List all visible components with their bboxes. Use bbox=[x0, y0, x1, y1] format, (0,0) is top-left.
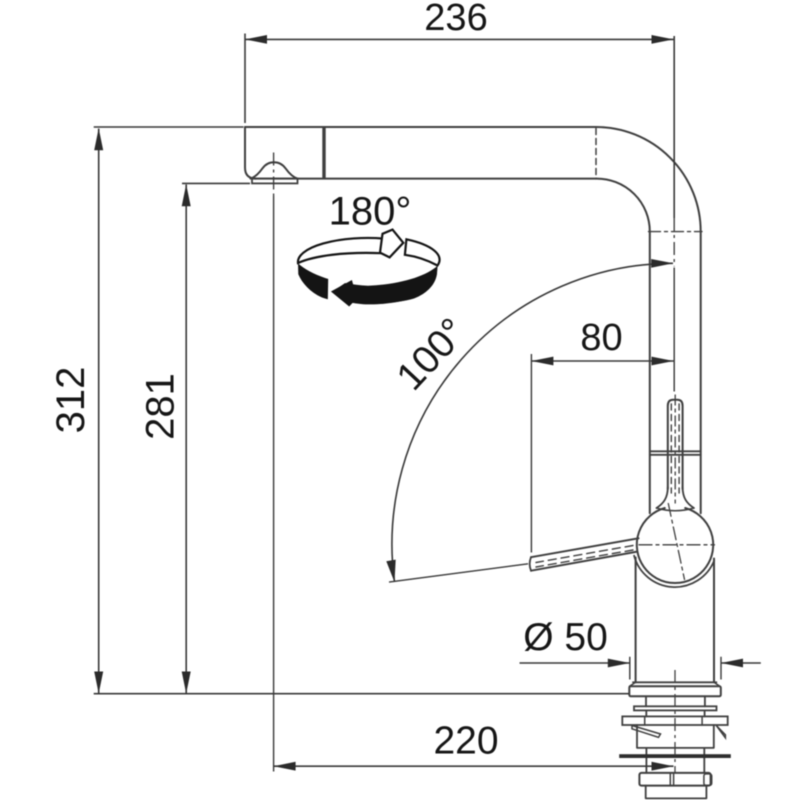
svg-text:236: 236 bbox=[424, 0, 487, 39]
svg-text:281: 281 bbox=[139, 373, 183, 440]
svg-text:312: 312 bbox=[49, 367, 93, 434]
svg-text:180°: 180° bbox=[329, 190, 412, 234]
svg-text:220: 220 bbox=[433, 720, 498, 763]
svg-text:Ø 50: Ø 50 bbox=[523, 616, 608, 659]
svg-text:100°: 100° bbox=[389, 310, 475, 398]
svg-text:80: 80 bbox=[580, 317, 622, 359]
